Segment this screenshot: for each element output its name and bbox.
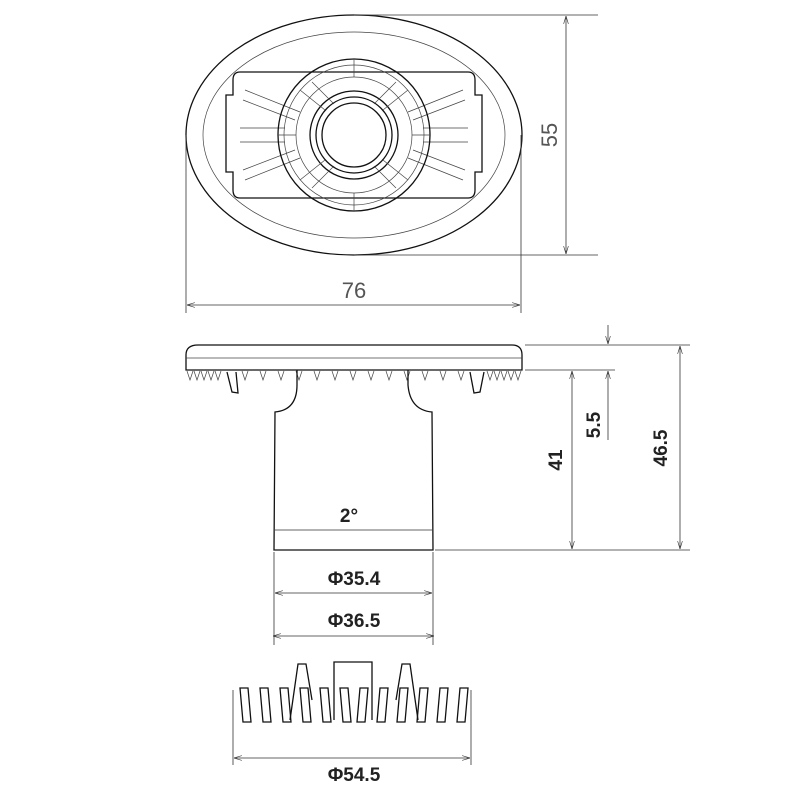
tooth — [514, 370, 522, 382]
dimension-55: 55 — [354, 14, 598, 256]
fin — [259, 687, 272, 723]
dim-label-35-4: Φ35.4 — [328, 569, 381, 590]
tooth — [214, 370, 222, 382]
dim-label-41: 41 — [546, 449, 567, 471]
tooth — [403, 370, 411, 382]
tooth — [507, 370, 515, 382]
inner-ellipse — [202, 31, 506, 239]
tooth — [367, 370, 375, 382]
tooth — [241, 370, 249, 382]
tooth — [421, 370, 429, 382]
fin — [396, 687, 409, 723]
dimensions-right: 5.5 41 46.5 — [435, 325, 690, 551]
tooth — [313, 370, 321, 382]
dim-label-54-5: Φ54.5 — [328, 765, 381, 786]
fin — [376, 687, 389, 723]
fin — [319, 687, 332, 723]
flange-teeth — [186, 370, 522, 382]
fin — [279, 687, 292, 723]
tooth — [200, 370, 208, 382]
fin — [436, 687, 449, 723]
top-view — [185, 14, 523, 256]
frame — [225, 71, 483, 199]
ring-ribs — [278, 59, 430, 211]
dimension-76: 76 — [185, 135, 522, 313]
fin-view: Φ54.5 — [232, 661, 472, 786]
tooth — [259, 370, 267, 382]
dim-label-5-5: 5.5 — [584, 411, 605, 438]
dim-label-76: 76 — [342, 278, 366, 303]
tooth — [186, 370, 194, 382]
dim-label-36-5: Φ36.5 — [328, 611, 381, 632]
tooth — [486, 370, 494, 382]
fin — [356, 687, 369, 723]
tooth — [193, 370, 201, 382]
tooth — [207, 370, 215, 382]
outer-ellipse — [185, 14, 523, 256]
tooth — [493, 370, 501, 382]
fin — [339, 687, 352, 723]
fin — [456, 687, 469, 723]
angle-label: 2° — [340, 506, 358, 527]
tooth — [439, 370, 447, 382]
tooth — [277, 370, 285, 382]
fin — [416, 687, 429, 723]
tooth — [500, 370, 508, 382]
dim-label-55: 55 — [537, 123, 562, 147]
tooth — [331, 370, 339, 382]
dim-label-46-5: 46.5 — [651, 429, 672, 466]
tooth — [385, 370, 393, 382]
side-view: 2° — [185, 344, 523, 551]
fin — [299, 687, 312, 723]
tooth — [457, 370, 465, 382]
dimensions-diameter: Φ35.4 Φ36.5 — [273, 552, 434, 645]
tooth — [349, 370, 357, 382]
fin — [239, 687, 252, 723]
